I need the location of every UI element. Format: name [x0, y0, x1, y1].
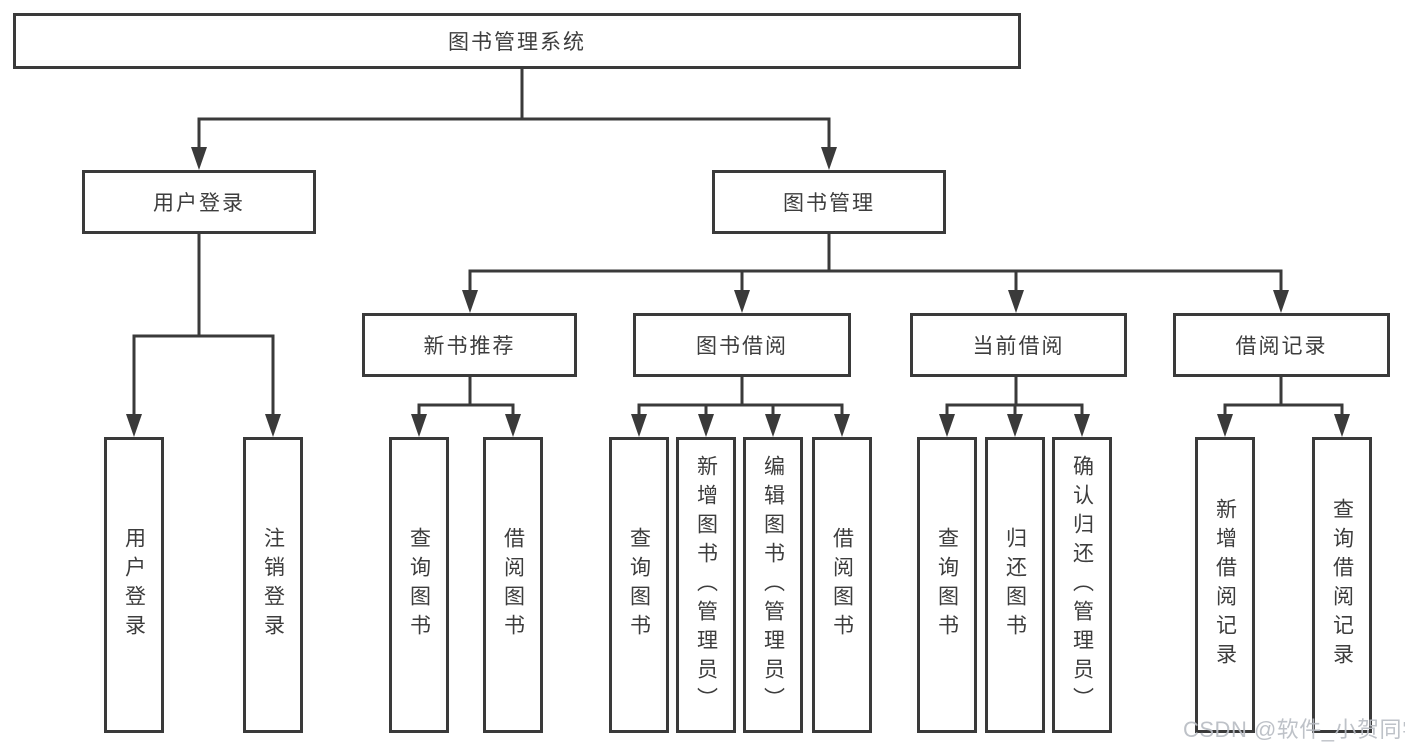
leaf-borrow-books-borrow: 借阅图书 [812, 437, 872, 733]
leaf-edit-book-admin: 编辑图书（管理员） [743, 437, 803, 733]
node-borrow-records: 借阅记录 [1173, 313, 1390, 377]
node-book-management: 图书管理 [712, 170, 946, 234]
leaf-user-login: 用户登录 [104, 437, 164, 733]
leaf-query-books-current: 查询图书 [917, 437, 977, 733]
node-new-book-recommend: 新书推荐 [362, 313, 577, 377]
csdn-watermark: CSDN @软件_小贺同学 [1183, 717, 1405, 742]
node-book-borrow: 图书借阅 [633, 313, 851, 377]
leaf-logout: 注销登录 [243, 437, 303, 733]
leaf-query-books-newbook: 查询图书 [389, 437, 449, 733]
node-user-login: 用户登录 [82, 170, 316, 234]
node-root-system: 图书管理系统 [13, 13, 1021, 69]
leaf-confirm-return-admin: 确认归还（管理员） [1052, 437, 1112, 733]
node-current-borrow: 当前借阅 [910, 313, 1127, 377]
leaf-query-books-borrow: 查询图书 [609, 437, 669, 733]
leaf-add-book-admin: 新增图书（管理员） [676, 437, 736, 733]
leaf-borrow-books-newbook: 借阅图书 [483, 437, 543, 733]
leaf-return-book: 归还图书 [985, 437, 1045, 733]
leaf-query-borrow-record: 查询借阅记录 [1312, 437, 1372, 733]
leaf-add-borrow-record: 新增借阅记录 [1195, 437, 1255, 733]
